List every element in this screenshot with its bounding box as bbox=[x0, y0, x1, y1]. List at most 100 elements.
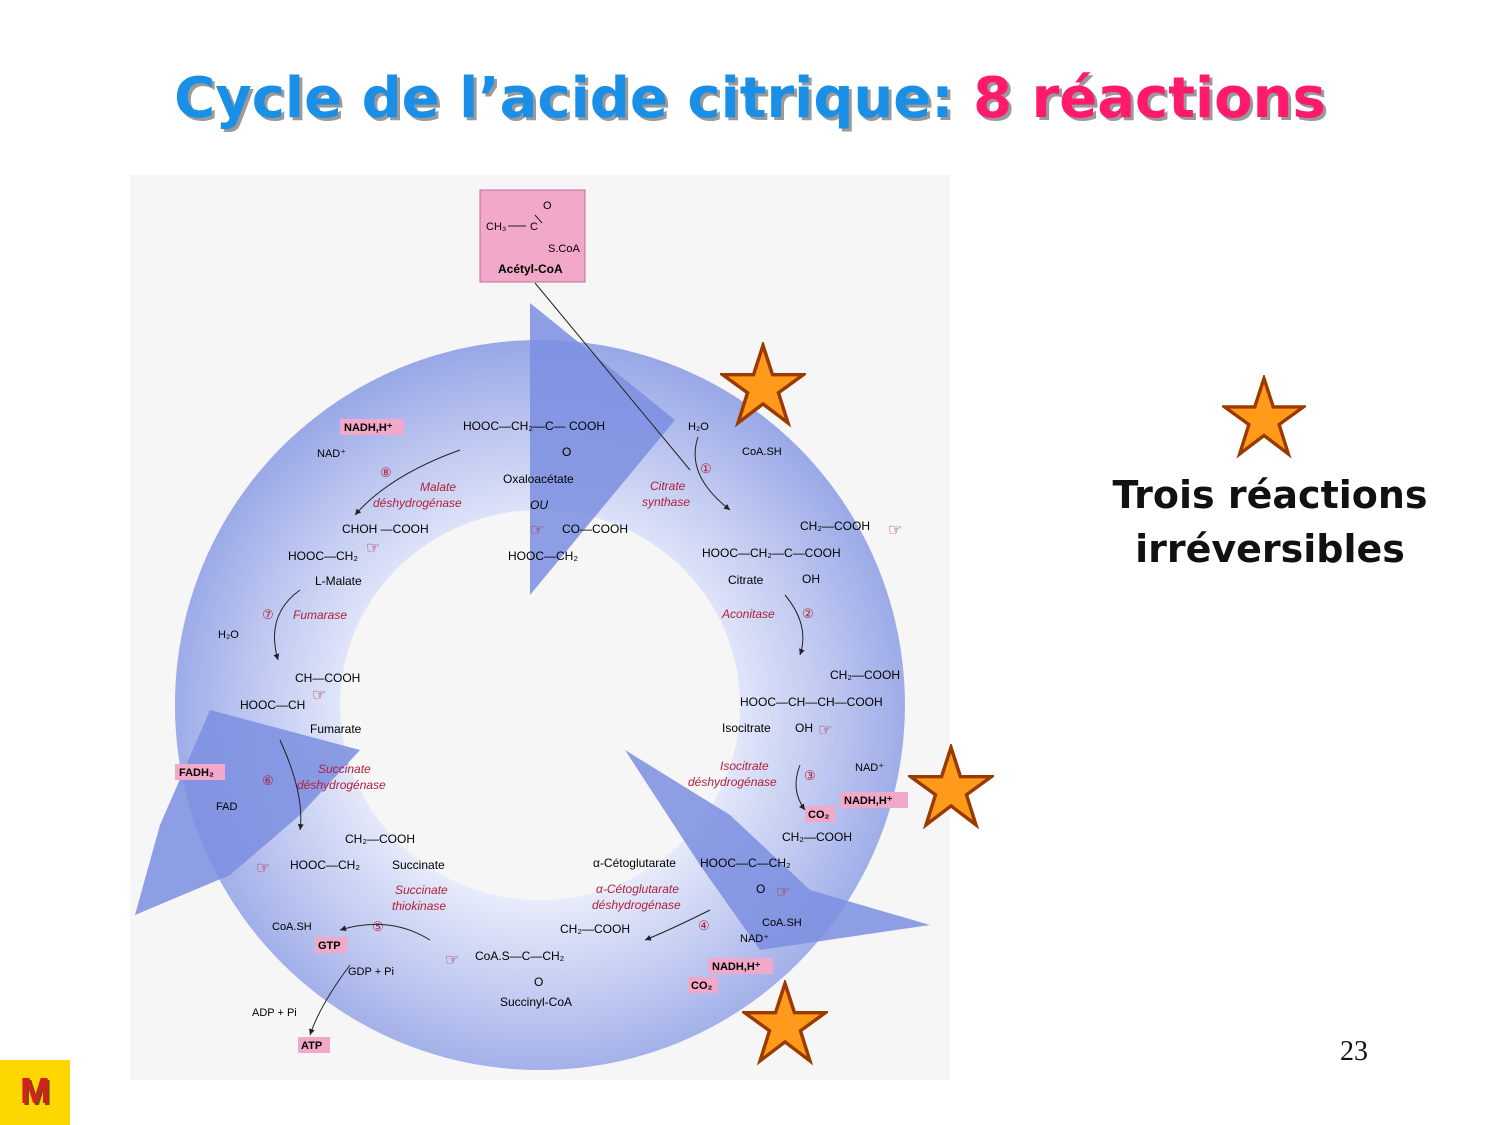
r1-enzyme-l1: Citrate bbox=[650, 479, 686, 493]
oxalo-formula: HOOC—CH₂—C— COOH bbox=[463, 419, 605, 433]
succinylcoa-name: Succinyl-CoA bbox=[500, 995, 572, 1009]
fumarate-name: Fumarate bbox=[310, 722, 362, 736]
acetyl-o: O bbox=[543, 200, 552, 212]
legend-text: Trois réactions irréversibles bbox=[1080, 468, 1460, 576]
isocitrate-name: Isocitrate bbox=[722, 721, 771, 735]
pointer-icon: ☞ bbox=[530, 522, 544, 539]
r8-enzyme-l2: déshydrogénase bbox=[373, 496, 462, 510]
r3-num: ③ bbox=[804, 768, 816, 783]
fumarate-mid: HOOC—CH bbox=[240, 698, 305, 712]
acetyl-c: C bbox=[530, 221, 538, 233]
r4-nad: NAD⁺ bbox=[740, 933, 769, 945]
slide-title: Cycle de l’acide citrique: 8 réactions bbox=[0, 66, 1500, 131]
irreversible-star-icon bbox=[742, 980, 828, 1066]
m-badge[interactable]: M bbox=[0, 1060, 70, 1125]
r2-num: ② bbox=[802, 606, 814, 621]
pointer-icon: ☞ bbox=[366, 540, 380, 557]
r7-enzyme: Fumarase bbox=[293, 608, 347, 622]
r6-fadh2: FADH₂ bbox=[179, 767, 214, 779]
succinate-name: Succinate bbox=[392, 858, 445, 872]
oxalo-o: O bbox=[562, 445, 571, 459]
succinylcoa-top: CH₂—COOH bbox=[560, 922, 630, 936]
akg-name: α-Cétoglutarate bbox=[593, 856, 676, 870]
legend-star-icon bbox=[1222, 375, 1306, 459]
r6-num: ⑥ bbox=[262, 773, 274, 788]
r4-coash: CoA.SH bbox=[762, 917, 802, 929]
malate-top: CHOH —COOH bbox=[342, 522, 429, 536]
r1-h2o: H₂O bbox=[688, 421, 709, 433]
citrate-name: Citrate bbox=[728, 573, 764, 587]
m-badge-label: M bbox=[20, 1070, 50, 1111]
pointer-icon: ☞ bbox=[445, 952, 459, 969]
r4-nadh: NADH,H⁺ bbox=[712, 961, 761, 973]
r6-enzyme-l1: Succinate bbox=[318, 762, 371, 776]
pointer-icon: ☞ bbox=[312, 687, 326, 704]
r5-coash: CoA.SH bbox=[272, 921, 312, 933]
isocitrate-top: CH₂—COOH bbox=[830, 668, 900, 682]
r6-enzyme-l2: déshydrogénase bbox=[297, 778, 386, 792]
succinylcoa-o: O bbox=[534, 975, 543, 989]
title-part1: Cycle de l’acide citrique: bbox=[174, 66, 974, 131]
r4-enzyme-l1: α-Cétoglutarate bbox=[596, 882, 679, 896]
legend-line1: Trois réactions bbox=[1112, 473, 1428, 517]
title-part2: 8 réactions bbox=[973, 66, 1326, 131]
cycle-arrow-left bbox=[135, 710, 360, 915]
r5-adp: ADP + Pi bbox=[252, 1007, 297, 1019]
r8-num: ⑧ bbox=[380, 465, 392, 480]
cycle-arrow-right bbox=[625, 750, 930, 950]
irreversible-star-icon bbox=[720, 342, 806, 428]
r8-nadh: NADH,H⁺ bbox=[344, 422, 393, 434]
r4-enzyme-l2: déshydrogénase bbox=[592, 898, 681, 912]
r7-h2o: H₂O bbox=[218, 629, 239, 641]
acetyl-name: Acétyl-CoA bbox=[498, 262, 563, 276]
pointer-icon: ☞ bbox=[256, 860, 270, 877]
oxalo-name: Oxaloacétate bbox=[503, 472, 574, 486]
r3-co2: CO₂ bbox=[808, 809, 830, 821]
succinylcoa-mid: CoA.S—C—CH₂ bbox=[475, 949, 565, 963]
acetyl-ch3: CH₃ bbox=[486, 221, 506, 233]
fumarate-top: CH—COOH bbox=[295, 671, 360, 685]
irreversible-star-icon bbox=[908, 744, 994, 830]
citrate-oh: OH bbox=[802, 572, 820, 586]
r6-fad: FAD bbox=[216, 801, 237, 813]
isocitrate-oh: OH bbox=[795, 721, 813, 735]
acetyl-coa-box bbox=[479, 189, 586, 283]
cycle-arrow-top bbox=[530, 303, 675, 595]
succinate-top: CH₂—COOH bbox=[345, 832, 415, 846]
r1-num: ① bbox=[700, 461, 712, 476]
malate-name: L-Malate bbox=[315, 574, 362, 588]
r3-enzyme-l2: déshydrogénase bbox=[688, 775, 777, 789]
akg-top: CH₂—COOH bbox=[782, 830, 852, 844]
citrate-top: CH₂—COOH bbox=[800, 519, 870, 533]
malate-mid: HOOC—CH₂ bbox=[288, 549, 358, 563]
citric-acid-cycle-diagram: O CH₃ C S.CoA Acétyl-CoA HOOC—CH₂—C— COO… bbox=[130, 175, 950, 1080]
oxalo-enol-bottom: HOOC—CH₂ bbox=[508, 549, 578, 563]
r1-enzyme-l2: synthase bbox=[642, 495, 690, 509]
r5-num: ⑤ bbox=[372, 919, 384, 934]
oxalo-ou: OU bbox=[530, 498, 548, 512]
oxalo-enol-top: CO—COOH bbox=[562, 522, 628, 536]
pointer-icon: ☞ bbox=[818, 722, 832, 739]
succinate-mid: HOOC—CH₂ bbox=[290, 858, 360, 872]
r5-enzyme-l2: thiokinase bbox=[392, 899, 446, 913]
page-number: 23 bbox=[1340, 1036, 1368, 1067]
pointer-icon: ☞ bbox=[776, 884, 790, 901]
r4-num: ④ bbox=[698, 918, 710, 933]
legend-line2: irréversibles bbox=[1135, 527, 1405, 571]
r3-nad: NAD⁺ bbox=[855, 762, 884, 774]
r3-nadh: NADH,H⁺ bbox=[844, 795, 893, 807]
r2-enzyme: Aconitase bbox=[721, 607, 775, 621]
r5-gtp: GTP bbox=[318, 940, 341, 952]
r5-gdp: GDP + Pi bbox=[348, 966, 394, 978]
r4-co2: CO₂ bbox=[691, 980, 713, 992]
pointer-icon: ☞ bbox=[888, 522, 902, 539]
r5-enzyme-l1: Succinate bbox=[395, 883, 448, 897]
akg-o: O bbox=[756, 882, 765, 896]
r1-coash: CoA.SH bbox=[742, 446, 782, 458]
citrate-mid: HOOC—CH₂—C—COOH bbox=[702, 546, 841, 560]
r3-enzyme-l1: Isocitrate bbox=[720, 759, 769, 773]
r8-nad: NAD⁺ bbox=[317, 448, 346, 460]
isocitrate-mid: HOOC—CH—CH—COOH bbox=[740, 695, 883, 709]
akg-mid: HOOC—C—CH₂ bbox=[700, 856, 791, 870]
r8-enzyme-l1: Malate bbox=[420, 480, 456, 494]
